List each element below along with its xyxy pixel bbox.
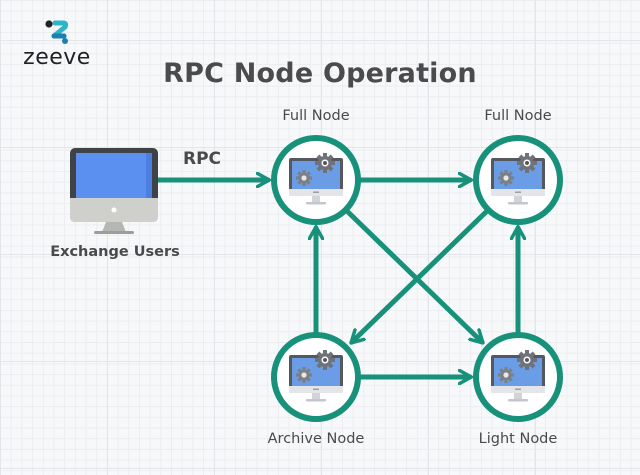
page-title: RPC Node Operation — [163, 58, 477, 89]
brand-name: zeeve — [23, 45, 91, 70]
node-archive-node[interactable] — [271, 332, 361, 422]
archive-node-label: Archive Node — [267, 431, 365, 447]
full-node-1-label: Full Node — [282, 108, 350, 124]
node-light-node[interactable] — [473, 332, 563, 422]
light-node-label: Light Node — [478, 431, 558, 447]
edge-full-node-2-to-archive-node — [352, 209, 489, 342]
desktop-monitor-icon — [70, 148, 158, 234]
node-full-node-2[interactable] — [473, 135, 563, 225]
edge-full-node-1-to-light-node — [345, 209, 482, 342]
full-node-2-label: Full Node — [484, 108, 552, 124]
zeeve-logo-icon — [45, 20, 69, 44]
rpc-connection-label: RPC — [183, 149, 222, 169]
zeeve-logo: zeeve — [22, 18, 92, 70]
node-full-node-1[interactable] — [271, 135, 361, 225]
exchange-users-label: Exchange Users — [50, 244, 180, 260]
